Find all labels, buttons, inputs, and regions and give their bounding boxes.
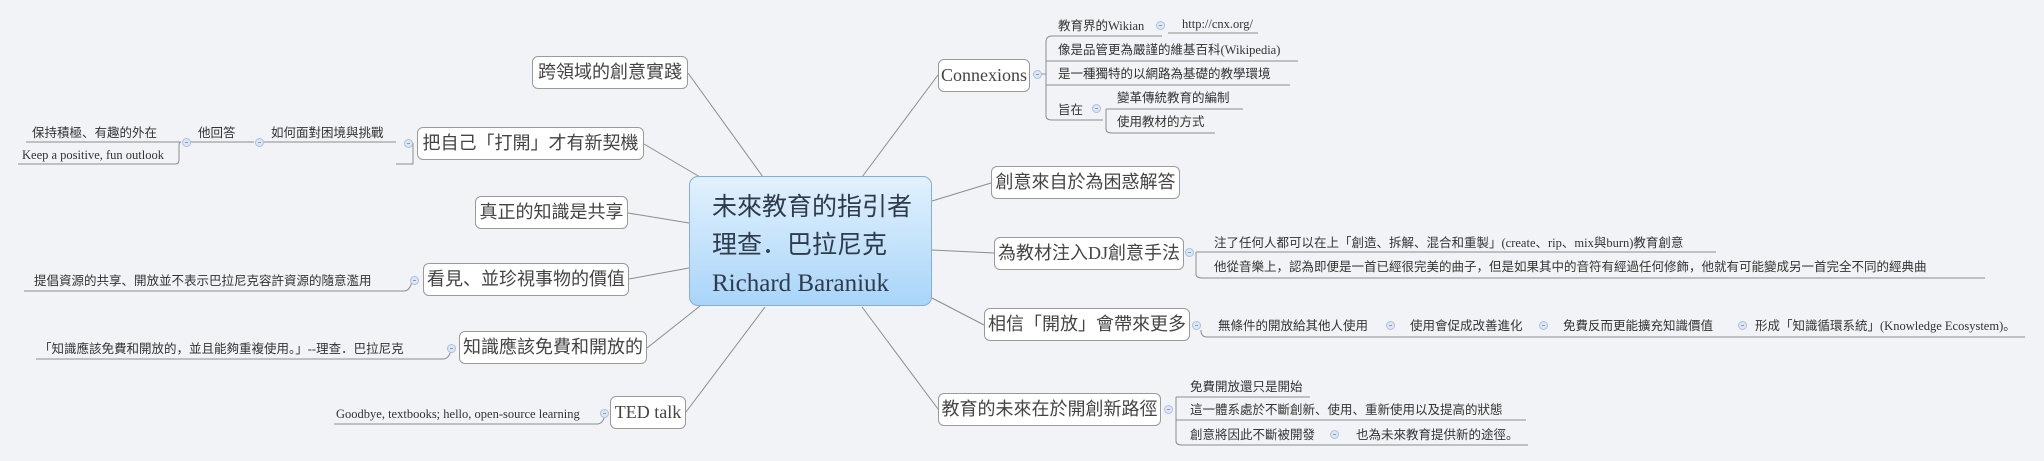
leaf-node[interactable]: 如何面對困境與挑戰 <box>271 126 384 140</box>
leaf-node[interactable]: 創意將因此不斷被開發 <box>1190 428 1316 442</box>
collapse-icon[interactable] <box>1164 405 1173 414</box>
leaf-node[interactable]: 使用教材的方式 <box>1117 115 1205 129</box>
leaf-node[interactable]: 免費開放還只是開始 <box>1190 380 1303 394</box>
collapse-icon[interactable] <box>404 139 413 148</box>
topic-open-yourself[interactable]: 把自己「打開」才有新契機 <box>417 127 644 160</box>
leaf-node[interactable]: 也為未來教育提供新的途徑。 <box>1356 428 1519 442</box>
leaf-node[interactable]: 免費反而更能擴充知識價值 <box>1563 319 1714 333</box>
collapse-icon[interactable] <box>1738 321 1747 330</box>
leaf-node[interactable]: 他回答 <box>198 126 236 140</box>
central-name-en: Richard Baraniuk <box>712 270 890 297</box>
collapse-icon[interactable] <box>447 344 456 353</box>
topic-future-education[interactable]: 教育的未來在於開創新路徑 <box>938 393 1161 426</box>
topic-dj-method[interactable]: 為教材注入DJ創意手法 <box>994 237 1184 270</box>
leaf-node[interactable]: 使用會促成改善進化 <box>1410 319 1523 333</box>
collapse-icon[interactable] <box>1185 248 1194 257</box>
leaf-node[interactable]: 「知識應該免費和開放的，並且能夠重複使用。」--理查．巴拉尼克 <box>39 342 404 356</box>
collapse-icon[interactable] <box>182 138 191 147</box>
collapse-icon[interactable] <box>1330 430 1339 439</box>
leaf-node[interactable]: Keep a positive, fun outlook <box>22 148 164 162</box>
leaf-node[interactable]: 形成「知識循環系統」(Knowledge Ecosystem)。 <box>1755 319 2016 333</box>
central-title: 未來教育的指引者 <box>712 194 913 221</box>
leaf-node[interactable]: 旨在 <box>1058 103 1084 117</box>
leaf-node[interactable]: 變革傳統教育的編制 <box>1117 91 1230 105</box>
leaf-node[interactable]: 注了任何人都可以在上「創造、拆解、混合和重製」(create、rip、mix與b… <box>1214 236 1684 250</box>
leaf-node[interactable]: 無條件的開放給其他人使用 <box>1218 319 1369 333</box>
collapse-icon[interactable] <box>1033 70 1042 79</box>
topic-ted-talk[interactable]: TED talk <box>610 396 686 429</box>
leaf-node[interactable]: 保持積極、有趣的外在 <box>32 126 158 140</box>
leaf-node[interactable]: 像是品管更為嚴謹的維基百科(Wikipedia) <box>1058 43 1281 57</box>
topic-cross-domain[interactable]: 跨領域的創意實踐 <box>532 56 688 89</box>
leaf-node[interactable]: 教育界的Wikian <box>1058 19 1145 33</box>
topic-connexions[interactable]: Connexions <box>938 59 1030 92</box>
topic-creativity[interactable]: 創意來自於為困惑解答 <box>991 166 1180 199</box>
leaf-node[interactable]: 是一種獨特的以網路為基礎的教學環境 <box>1058 67 1271 81</box>
central-name-zh: 理查．巴拉尼克 <box>712 232 888 259</box>
leaf-node[interactable]: 提倡資源的共享、開放並不表示巴拉尼克容許資源的隨意濫用 <box>34 274 372 288</box>
leaf-node[interactable]: 這一體系處於不斷創新、使用、重新使用以及提高的狀態 <box>1190 403 1503 417</box>
central-topic[interactable]: 未來教育的指引者 理查．巴拉尼克 Richard Baraniuk <box>689 176 932 306</box>
leaf-node[interactable]: 他從音樂上，認為即便是一首已經很完美的曲子，但是如果其中的音符有經過任何修飾，他… <box>1214 260 1927 274</box>
collapse-icon[interactable] <box>1092 104 1101 113</box>
topic-knowledge-sharing[interactable]: 真正的知識是共享 <box>475 196 628 229</box>
topic-openness[interactable]: 相信「開放」會帶來更多 <box>984 308 1190 341</box>
collapse-icon[interactable] <box>255 138 264 147</box>
topic-knowledge-free[interactable]: 知識應該免費和開放的 <box>459 331 647 364</box>
collapse-icon[interactable] <box>1386 321 1395 330</box>
collapse-icon[interactable] <box>1539 321 1548 330</box>
collapse-icon[interactable] <box>410 276 419 285</box>
collapse-icon[interactable] <box>1192 321 1201 330</box>
collapse-icon[interactable] <box>600 409 609 418</box>
leaf-node[interactable]: Goodbye, textbooks; hello, open-source l… <box>336 407 580 421</box>
topic-value-things[interactable]: 看見、並珍視事物的價值 <box>423 263 629 296</box>
leaf-link[interactable]: http://cnx.org/ <box>1182 17 1253 31</box>
collapse-icon[interactable] <box>1156 21 1165 30</box>
